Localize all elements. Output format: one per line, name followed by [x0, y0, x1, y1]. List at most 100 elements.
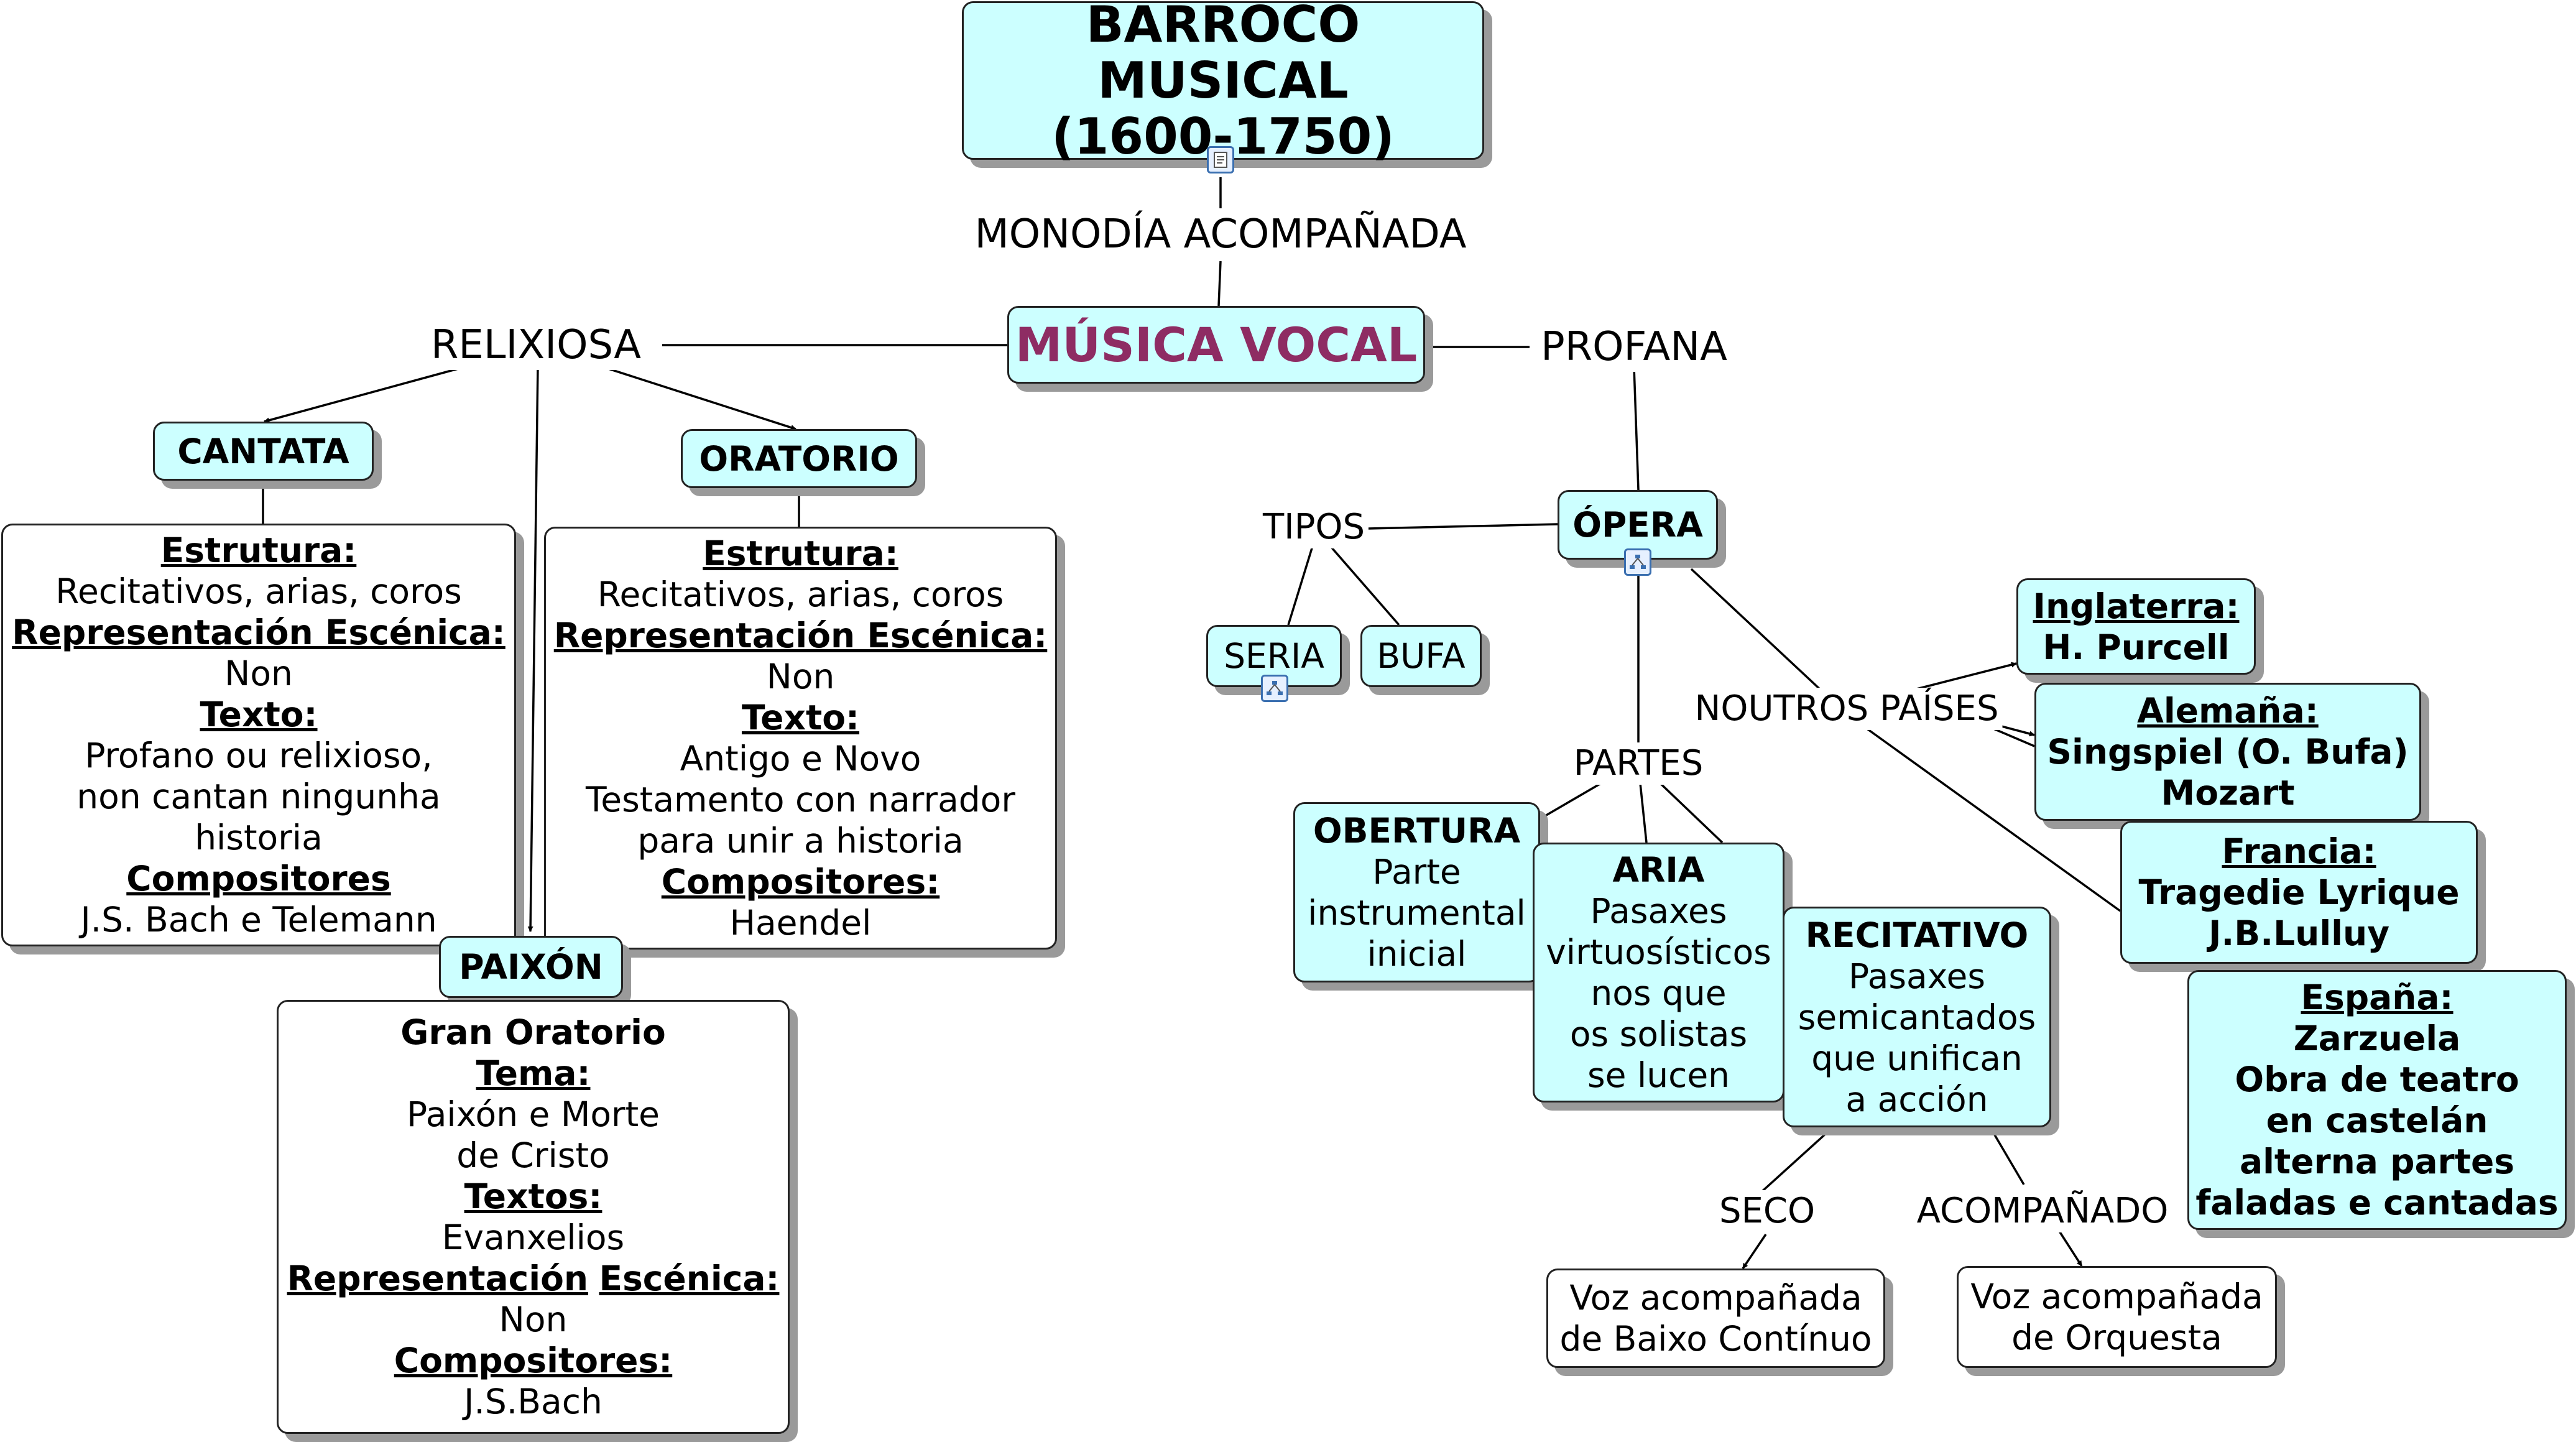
link-profana-opera: [1633, 366, 1640, 491]
link-partes-recitativo: [1653, 776, 1724, 844]
aria-line: virtuosísticos: [1546, 932, 1771, 972]
cantata-repr: Non: [224, 654, 293, 693]
paixon-textos-heading: Textos:: [464, 1176, 602, 1216]
oratorio-estrutura: Recitativos, arias, coros: [597, 575, 1004, 614]
cantata-texto-heading: Texto:: [200, 695, 318, 734]
alemana-line: Singspiel (O. Bufa): [2047, 732, 2409, 772]
center-label: MÚSICA VOCAL: [1015, 317, 1418, 372]
label-partes: PARTES: [1569, 742, 1707, 785]
paixon-gran: Gran Oratorio: [400, 1012, 666, 1052]
paixon-repr-heading-2: Escénica:: [599, 1259, 780, 1298]
link-recitativo-seco: [1761, 1130, 1829, 1192]
oratorio-comp: Haendel: [729, 903, 872, 943]
espana-line: Zarzuela: [2293, 1019, 2461, 1058]
link-opera-noutros: [1690, 568, 1824, 693]
paixon-repr: Non: [499, 1300, 568, 1339]
acompanado-box[interactable]: Voz acompañada de Orquesta: [1957, 1266, 2277, 1368]
paixon-node[interactable]: PAIXÓN: [439, 936, 623, 998]
seco-box-line: de Baixo Contínuo: [1559, 1319, 1872, 1359]
seria-node[interactable]: SERIA: [1206, 625, 1342, 687]
recitativo-node[interactable]: RECITATIVO Pasaxes semicantados que unif…: [1783, 907, 2051, 1127]
seco-box[interactable]: Voz acompañada de Baixo Contínuo: [1546, 1269, 1885, 1368]
seco-box-line: Voz acompañada: [1569, 1278, 1862, 1318]
paixon-tema-line: de Cristo: [456, 1135, 610, 1175]
obertura-line: inicial: [1367, 934, 1467, 974]
link-opera-tipos: [1367, 523, 1558, 530]
aria-line: nos que: [1590, 973, 1727, 1013]
document-icon[interactable]: [1207, 146, 1234, 173]
espana-line: Obra de teatro: [2235, 1060, 2519, 1099]
paixon-details[interactable]: Gran Oratorio Tema: Paixón e Morte de Cr…: [277, 1000, 790, 1434]
francia-node[interactable]: Francia: Tragedie Lyrique J.B.Lulluy: [2120, 821, 2478, 964]
oratorio-texto-heading: Texto:: [741, 698, 860, 737]
paixon-textos: Evanxelios: [441, 1218, 625, 1257]
label-seco: SECO: [1715, 1190, 1819, 1232]
oratorio-estrutura-heading: Estrutura:: [703, 534, 898, 573]
link-tipos-seria: [1287, 543, 1314, 626]
label-tipos: TIPOS: [1258, 506, 1369, 548]
label-acompanado: ACOMPAÑADO: [1913, 1190, 2172, 1232]
oratorio-texto-line: para unir a historia: [637, 821, 964, 861]
recitativo-line: Pasaxes: [1848, 956, 1986, 996]
aria-line: os solistas: [1569, 1014, 1748, 1054]
espana-line: faladas e cantadas: [2195, 1183, 2559, 1222]
cantata-texto-line: non cantan ningunha: [76, 777, 441, 816]
label-relixiosa: RELIXIOSA: [427, 320, 645, 370]
label-noutros-paises: NOUTROS PAÍSES: [1691, 688, 2003, 730]
obertura-line: Parte: [1372, 852, 1461, 892]
paixon-tema-heading: Tema:: [476, 1053, 591, 1093]
recitativo-line: a acción: [1845, 1079, 1988, 1119]
cantata-estrutura-heading: Estrutura:: [160, 530, 357, 570]
cantata-comp: J.S. Bach e Telemann: [80, 900, 437, 940]
concept-map-icon[interactable]: [1624, 548, 1651, 576]
francia-line: J.B.Lulluy: [2208, 913, 2390, 953]
link-partes-aria: [1638, 777, 1648, 843]
espana-line: en castelán: [2266, 1101, 2488, 1140]
link-relixiosa-cantata: [264, 364, 470, 423]
link-acompanado-box: [2058, 1231, 2083, 1267]
bufa-node[interactable]: BUFA: [1360, 625, 1482, 687]
recitativo-line: que unifican: [1811, 1038, 2023, 1078]
cantata-details[interactable]: Estrutura: Recitativos, arias, coros Rep…: [1, 524, 516, 946]
paixon-tema-line: Paixón e Morte: [407, 1094, 660, 1134]
title-line1: BARROCO MUSICAL: [1086, 0, 1360, 109]
alemana-node[interactable]: Alemaña: Singspiel (O. Bufa) Mozart: [2034, 683, 2421, 821]
alemana-heading: Alemaña:: [2137, 691, 2319, 731]
inglaterra-node[interactable]: Inglaterra: H. Purcell: [2016, 578, 2256, 675]
cantata-comp-heading: Compositores: [126, 859, 391, 899]
aria-heading: ARIA: [1612, 850, 1705, 890]
bufa-label: BUFA: [1377, 636, 1466, 676]
espana-node[interactable]: España: Zarzuela Obra de teatro en caste…: [2187, 970, 2567, 1230]
seria-label: SERIA: [1224, 636, 1324, 676]
alemana-line: Mozart: [2161, 773, 2295, 813]
oratorio-repr-heading: Representación Escénica:: [553, 616, 1048, 655]
cantata-node[interactable]: CANTATA: [153, 422, 374, 481]
link-noutros-francia: [1864, 726, 2121, 912]
paixon-repr-heading: Representación Escénica:: [287, 1258, 780, 1299]
inglaterra-heading: Inglaterra:: [2033, 586, 2240, 626]
cantata-label: CANTATA: [177, 431, 349, 471]
paixon-comp: J.S.Bach: [464, 1382, 602, 1421]
label-monodia: MONODÍA ACOMPAÑADA: [971, 210, 1470, 259]
oratorio-details[interactable]: Estrutura: Recitativos, arias, coros Rep…: [544, 527, 1057, 950]
paixon-label: PAIXÓN: [459, 947, 603, 987]
obertura-node[interactable]: OBERTURA Parte instrumental inicial: [1293, 802, 1540, 982]
concept-map-icon[interactable]: [1261, 675, 1288, 702]
oratorio-texto-line: Testamento con narrador: [586, 780, 1015, 820]
title-node[interactable]: BARROCO MUSICAL (1600-1750): [962, 0, 1484, 164]
francia-line: Tragedie Lyrique: [2138, 872, 2460, 912]
link-seco-box: [1742, 1234, 1767, 1269]
cantata-estrutura: Recitativos, arias, coros: [55, 571, 462, 611]
paixon-comp-heading: Compositores:: [394, 1341, 673, 1380]
link-recitativo-acompanado: [1992, 1131, 2025, 1185]
aria-node[interactable]: ARIA Pasaxes virtuosísticos nos que os s…: [1533, 843, 1784, 1102]
oratorio-label: ORATORIO: [699, 438, 899, 479]
acompanado-box-line: Voz acompañada: [1970, 1277, 2263, 1316]
oratorio-node[interactable]: ORATORIO: [681, 429, 917, 488]
center-node-musica-vocal[interactable]: MÚSICA VOCAL: [1007, 306, 1425, 384]
recitativo-heading: RECITATIVO: [1805, 915, 2029, 955]
oratorio-texto-line: Antigo e Novo: [680, 739, 921, 779]
espana-heading: España:: [2301, 978, 2454, 1017]
link-relixiosa-paixon: [527, 365, 539, 932]
